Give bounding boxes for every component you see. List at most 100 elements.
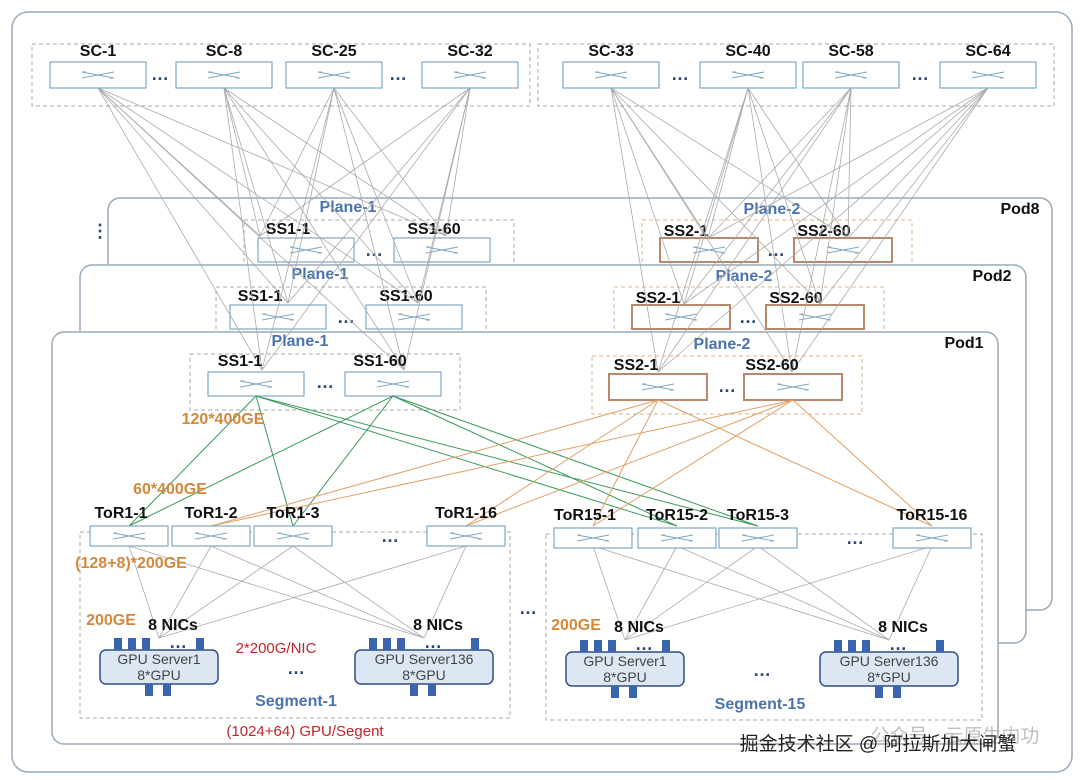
sc-label: SC-1: [80, 43, 117, 60]
sc-ss2-link: [747, 87, 793, 373]
tor-seg15-3: [892, 527, 972, 549]
tor-downlink-label: (128+8)*200GE: [75, 555, 187, 572]
sc-group-left: [31, 43, 531, 107]
tor-server-link: [128, 545, 425, 639]
tor-server-link: [158, 545, 294, 639]
tor-seg1-2: [253, 525, 333, 547]
sc-switch-r-3: [939, 61, 1037, 89]
tor-server-link: [423, 545, 467, 639]
sc-ss2-link: [610, 87, 685, 305]
sc-ss1-link: [223, 87, 261, 237]
ss1-tor-link: [392, 395, 759, 527]
sc-ss2-link: [657, 87, 749, 373]
plane-label: Plane-1: [272, 333, 329, 350]
tor-ellipsis: …: [846, 528, 864, 548]
ss-ellipsis: …: [739, 307, 757, 327]
tor-server-link: [592, 545, 890, 641]
ss-ellipsis: …: [718, 376, 736, 396]
sc-ss2-link: [683, 87, 989, 305]
ss1-tor-link: [255, 395, 678, 527]
sc-ss2-link: [819, 87, 989, 305]
ss1-switch-pod1-60: [344, 371, 442, 397]
nic-port: [594, 640, 602, 652]
tor-seg15-0: [553, 527, 633, 549]
server-name: GPU Server1: [117, 651, 200, 667]
ss2-switch: [765, 304, 865, 330]
sc-ss1-link: [97, 87, 447, 237]
nic-port: [662, 640, 670, 652]
ss-label: SS1-1: [238, 288, 283, 305]
pod-label: Pod2: [972, 268, 1011, 285]
sc-ss2-link: [610, 87, 821, 305]
sc-ss1-link: [97, 87, 289, 304]
nic-count: 8 NICs: [614, 619, 664, 636]
tor-label: ToR15-1: [554, 507, 616, 524]
server-gpus: 8*GPU: [867, 669, 911, 685]
tor-label: ToR1-1: [94, 505, 147, 522]
nic-ellipsis: …: [889, 634, 907, 654]
nic-port: [142, 638, 150, 650]
nic-port: [608, 640, 616, 652]
nic-port: [580, 640, 588, 652]
ss2-tor-link: [592, 399, 659, 527]
tor-label: ToR1-16: [435, 505, 497, 522]
server-ellipsis: …: [287, 658, 305, 678]
sc-ss2-link: [610, 87, 849, 239]
sc-ss2-link: [847, 87, 852, 239]
tor-label: ToR15-3: [727, 507, 789, 524]
tor-seg1-3: [426, 525, 506, 547]
ss-label: SS2-1: [664, 223, 709, 240]
ss-ellipsis: …: [767, 240, 785, 260]
sc-label: SC-8: [206, 43, 243, 60]
sc-ss2-link: [610, 87, 659, 373]
plane-label: Plane-2: [744, 201, 801, 218]
ss2-tor-link: [792, 399, 933, 527]
server-box: [354, 649, 494, 685]
server-name: GPU Server136: [375, 651, 474, 667]
ss1-switch-pod1-1: [207, 371, 305, 397]
tor-uplink-label: 60*400GE: [133, 481, 207, 498]
server-gpus: 8*GPU: [137, 667, 181, 683]
segment-label: Segment-1: [255, 693, 337, 710]
sc-group-right: [537, 43, 1055, 107]
pod-label: Pod8: [1000, 201, 1039, 218]
sc-ss1-link: [287, 87, 471, 304]
sc-switch-0: [49, 61, 147, 89]
sc-ss2-link: [707, 87, 989, 239]
nic-port: [369, 638, 377, 650]
sc-ss2-link: [707, 87, 749, 239]
sc-ss1-link: [97, 87, 263, 371]
ss1-switch: [229, 304, 327, 330]
sc-ss2-link: [683, 87, 749, 305]
nic-port: [383, 638, 391, 650]
outer-frame: [11, 11, 1073, 773]
ss2-switch-pod1-1: [608, 373, 708, 401]
tor-server-link: [292, 545, 425, 639]
sc-ellipsis: …: [151, 64, 169, 84]
ss-label: SS1-60: [353, 353, 406, 370]
sc-ss2-link: [747, 87, 821, 305]
nic-port: [862, 640, 870, 652]
tor-ellipsis: …: [381, 526, 399, 546]
tor-server-link: [888, 545, 933, 641]
tor-server-link: [128, 545, 160, 639]
ss1-switch: [365, 304, 463, 330]
ss-label: SS2-1: [614, 357, 659, 374]
sc-ss1-link: [445, 87, 471, 237]
plane-label: Plane-2: [716, 268, 773, 285]
sc-ss2-link: [657, 87, 989, 373]
server-name: GPU Server1: [583, 653, 666, 669]
sc-ss2-link: [791, 87, 852, 373]
nic-port: [114, 638, 122, 650]
sc-label: SC-25: [311, 43, 356, 60]
nic-port: [834, 640, 842, 652]
sc-ss1-link: [261, 87, 471, 371]
sc-label: SC-64: [965, 43, 1010, 60]
ss2-tor-link: [465, 399, 794, 527]
sc-ss2-link: [707, 87, 852, 239]
sc-switch-r-1: [699, 61, 797, 89]
